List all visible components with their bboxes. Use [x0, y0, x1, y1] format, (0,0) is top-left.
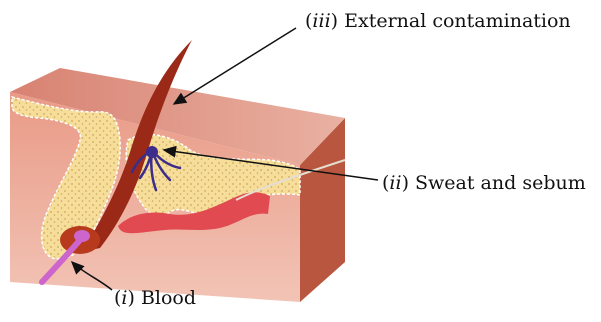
label-numeral: i: [121, 287, 127, 309]
label-numeral: ii: [389, 172, 401, 194]
label-text: External contamination: [344, 10, 571, 32]
label-external-contamination: (iii) External contamination: [305, 12, 571, 31]
label-blood: (i) Blood: [114, 289, 196, 308]
blood-vessel-tip: [74, 230, 90, 242]
label-text: Sweat and sebum: [415, 172, 586, 194]
label-text: Blood: [141, 287, 196, 309]
arrow-external-contamination: [174, 28, 296, 104]
sweat-gland-core: [146, 146, 158, 158]
label-sweat-and-sebum: (ii) Sweat and sebum: [382, 174, 586, 193]
label-numeral: iii: [312, 10, 330, 32]
